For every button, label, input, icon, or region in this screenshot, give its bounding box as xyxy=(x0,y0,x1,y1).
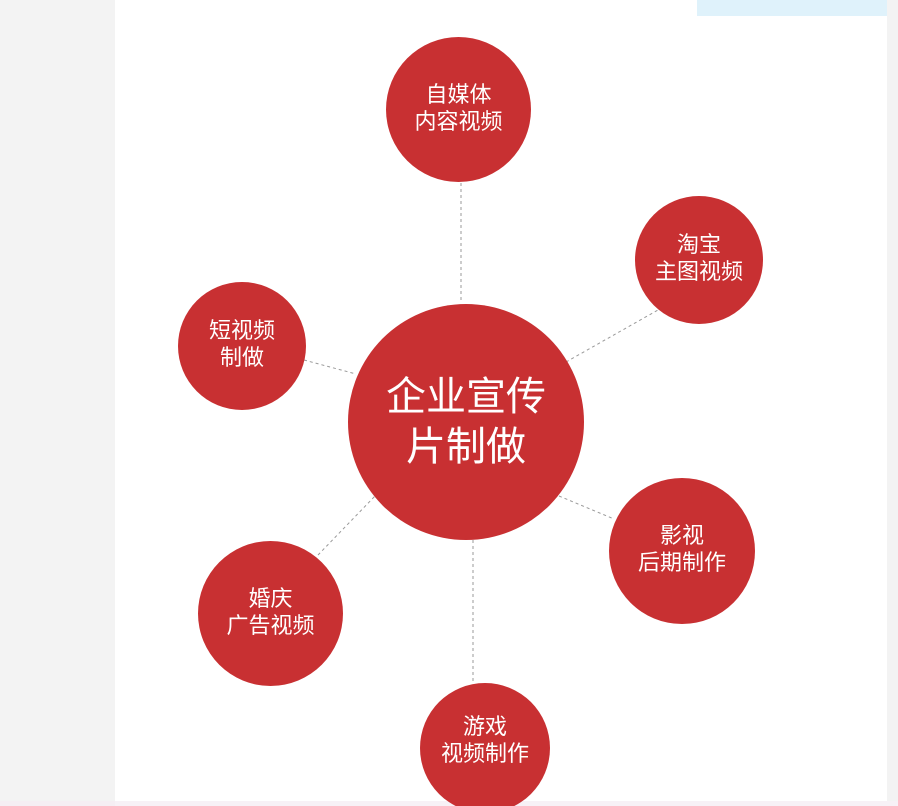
node-bottom-line2: 视频制作 xyxy=(440,742,529,767)
node-left-circle: 短视频 制做 xyxy=(178,282,306,410)
connector-right xyxy=(558,495,615,520)
center-line1: 企业宣传 xyxy=(386,374,546,420)
connector-top-right xyxy=(565,309,659,363)
node-bottom-line1: 游戏 xyxy=(462,715,507,741)
node-bottom-left-line1: 婚庆 xyxy=(248,586,293,612)
node-top-right-line1: 淘宝 xyxy=(676,233,721,259)
node-right-line2: 后期制作 xyxy=(637,551,726,576)
center-circle: 企业宣传 片制做 xyxy=(348,304,584,540)
node-top-right-line2: 主图视频 xyxy=(654,260,743,285)
bottom-strip-left xyxy=(0,801,115,806)
node-bottom-left-circle: 婚庆 广告视频 xyxy=(198,541,343,686)
connector-bottom-left xyxy=(317,494,377,556)
center-line2: 片制做 xyxy=(406,424,526,470)
node-top-line2: 内容视频 xyxy=(414,109,503,135)
node-top-right-circle: 淘宝 主图视频 xyxy=(635,196,763,324)
node-bottom-circle: 游戏 视频制作 xyxy=(420,683,550,806)
top-strip xyxy=(697,0,887,16)
right-scroll-area xyxy=(887,0,898,806)
node-bottom-left-line2: 广告视频 xyxy=(226,613,315,639)
node-top-line1: 自媒体 xyxy=(425,82,492,108)
node-right-line1: 影视 xyxy=(659,524,704,550)
node-left-line2: 制做 xyxy=(219,346,264,371)
connector-left xyxy=(303,359,357,375)
node-right-circle: 影视 后期制作 xyxy=(609,478,755,624)
node-top-circle: 自媒体 内容视频 xyxy=(386,37,531,182)
node-left-line1: 短视频 xyxy=(208,319,275,345)
